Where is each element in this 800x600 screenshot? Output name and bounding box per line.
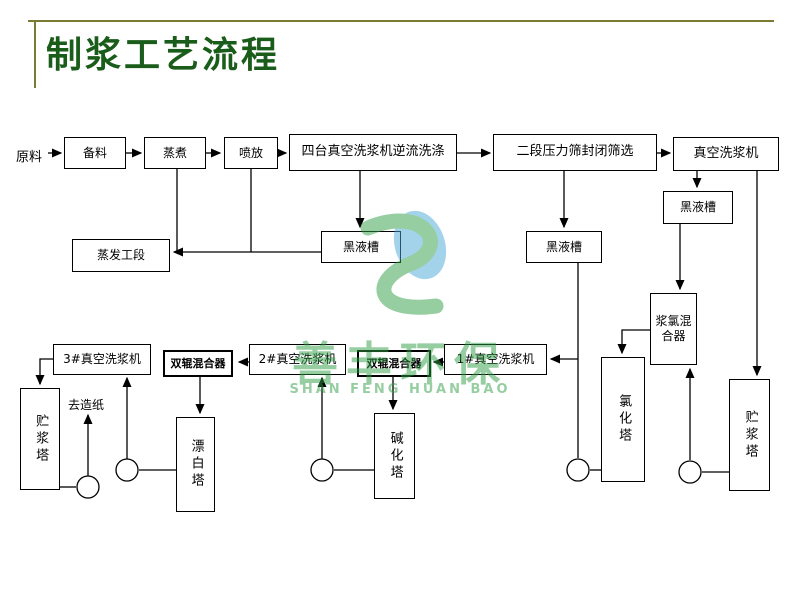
pump-circle-3 [310,458,334,482]
node-alkalization-tower: 碱化塔 [374,413,415,499]
pump-circle-1 [76,475,100,499]
frame-left-line [34,20,36,88]
pump-circle-5 [678,460,702,484]
page-title: 制浆工艺流程 [46,34,281,76]
node-bleaching-tower: 漂白塔 [176,417,215,512]
node-washer-no1: 1#真空洗浆机 [444,344,547,375]
label-to-papermaking: 去造纸 [68,398,105,412]
node-washer-no3: 3#真空洗浆机 [53,344,151,375]
node-four-vacuum-washers: 四台真空洗浆机逆流洗涤 [289,134,457,171]
node-storage-tower-right: 贮浆塔 [729,379,770,491]
node-black-liquor-tank-mid: 黑液槽 [526,231,602,263]
pump-circle-2 [115,458,139,482]
node-pressure-screen: 二段压力筛封闭筛选 [493,134,657,171]
node-evaporation-section: 蒸发工段 [72,239,170,272]
node-storage-tower-left: 贮浆塔 [20,388,60,490]
node-double-roller-mixer-a: 双辊混合器 [163,350,233,377]
node-black-liquor-tank-center: 黑液槽 [321,231,401,263]
node-washer-no2: 2#真空洗浆机 [249,344,346,375]
node-blow: 喷放 [224,137,278,169]
pump-circle-4 [566,458,590,482]
node-cooking: 蒸煮 [144,137,206,169]
node-black-liquor-tank-right: 黑液槽 [663,191,733,224]
label-raw-material: 原料 [16,150,43,165]
frame-top-line [28,20,774,22]
node-double-roller-mixer-b: 双辊混合器 [357,350,431,377]
node-pulp-chlorine-mixer: 浆氯混合器 [650,293,697,365]
node-chlorination-tower: 氯化塔 [601,357,645,482]
node-material-prep: 备料 [64,137,126,169]
node-vacuum-washer: 真空洗浆机 [673,137,779,171]
